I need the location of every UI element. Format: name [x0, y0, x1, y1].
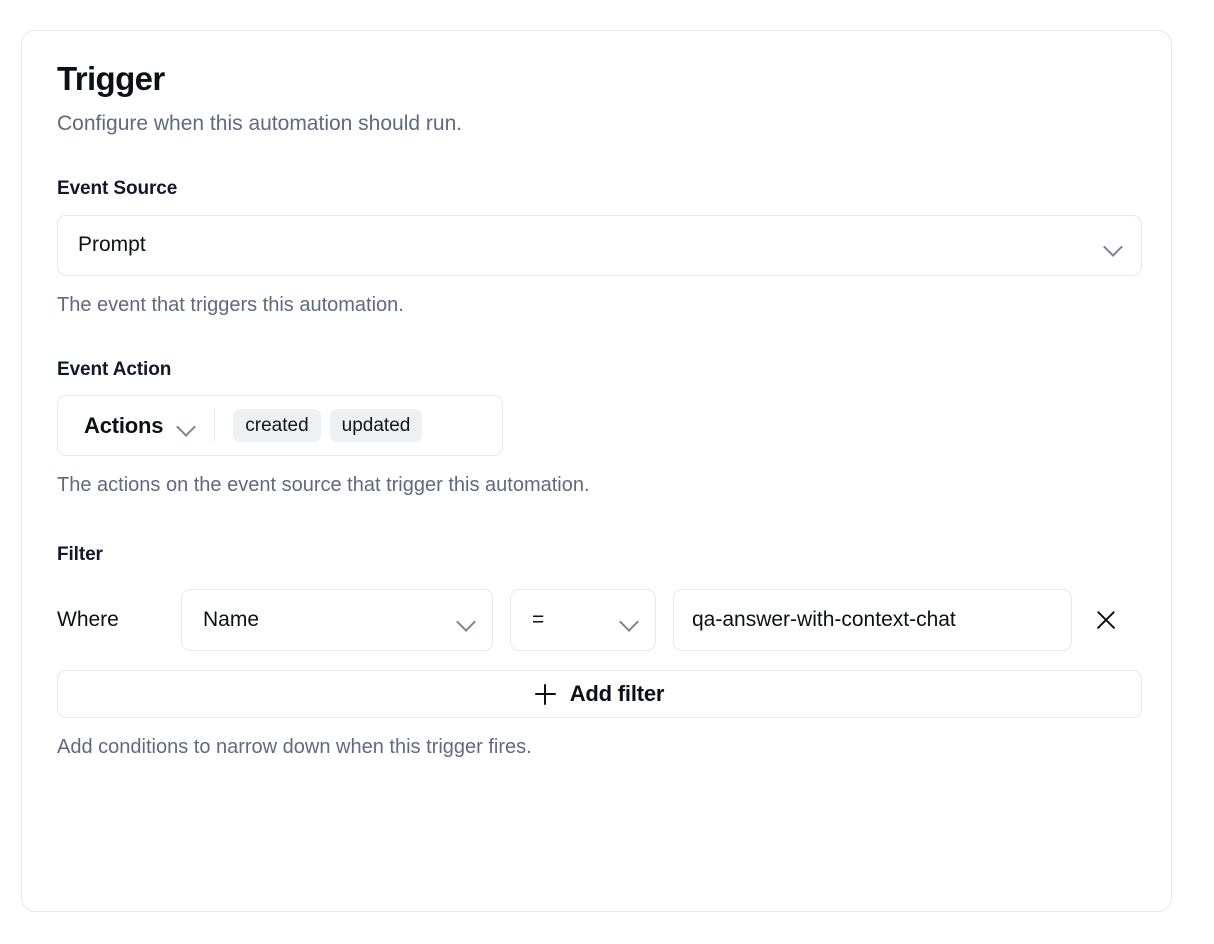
- filter-operator-value: =: [532, 608, 545, 632]
- add-filter-button[interactable]: Add filter: [57, 670, 1142, 719]
- page-subtitle: Configure when this automation should ru…: [57, 111, 463, 135]
- chevron-down-icon: [620, 615, 639, 626]
- event-source-help: The event that triggers this automation.: [57, 293, 404, 316]
- event-source-select[interactable]: Prompt: [57, 214, 1142, 276]
- event-source-field: Event Source Prompt The event that trigg…: [57, 177, 1142, 318]
- event-action-dropdown-label: Actions: [84, 412, 164, 438]
- add-filter-label: Add filter: [569, 681, 665, 707]
- trigger-card: Trigger Configure when this automation s…: [21, 30, 1172, 912]
- filter-operator-select[interactable]: =: [510, 589, 656, 652]
- event-action-chip[interactable]: updated: [329, 409, 423, 443]
- remove-filter-button[interactable]: [1088, 602, 1124, 638]
- event-action-field: Event Action Actions created updated The…: [57, 359, 1136, 499]
- filter-field-select[interactable]: Name: [181, 589, 493, 652]
- filter-field-value: Name: [203, 608, 260, 632]
- chevron-down-icon: [457, 615, 476, 626]
- event-action-multiselect[interactable]: Actions created updated: [57, 395, 503, 457]
- event-action-label: Event Action: [57, 358, 172, 380]
- event-action-chip[interactable]: created: [233, 409, 321, 443]
- filter-row: Where Name =: [57, 589, 1136, 652]
- event-source-label: Event Source: [57, 177, 178, 199]
- divider: [214, 409, 216, 443]
- plus-icon: [534, 683, 556, 705]
- chevron-down-icon: [1104, 240, 1123, 251]
- filter-value-input[interactable]: [673, 589, 1072, 652]
- filter-help: Add conditions to narrow down when this …: [57, 736, 532, 759]
- filter-field: Filter Where Name = Add filter Add con: [57, 544, 1142, 760]
- where-label: Where: [57, 608, 119, 632]
- event-action-help: The actions on the event source that tri…: [57, 474, 590, 497]
- chevron-down-icon: [177, 420, 196, 431]
- event-source-value: Prompt: [78, 233, 146, 257]
- event-action-chip-list: created updated: [233, 409, 423, 443]
- filter-label: Filter: [57, 544, 103, 566]
- page-title: Trigger: [57, 60, 165, 97]
